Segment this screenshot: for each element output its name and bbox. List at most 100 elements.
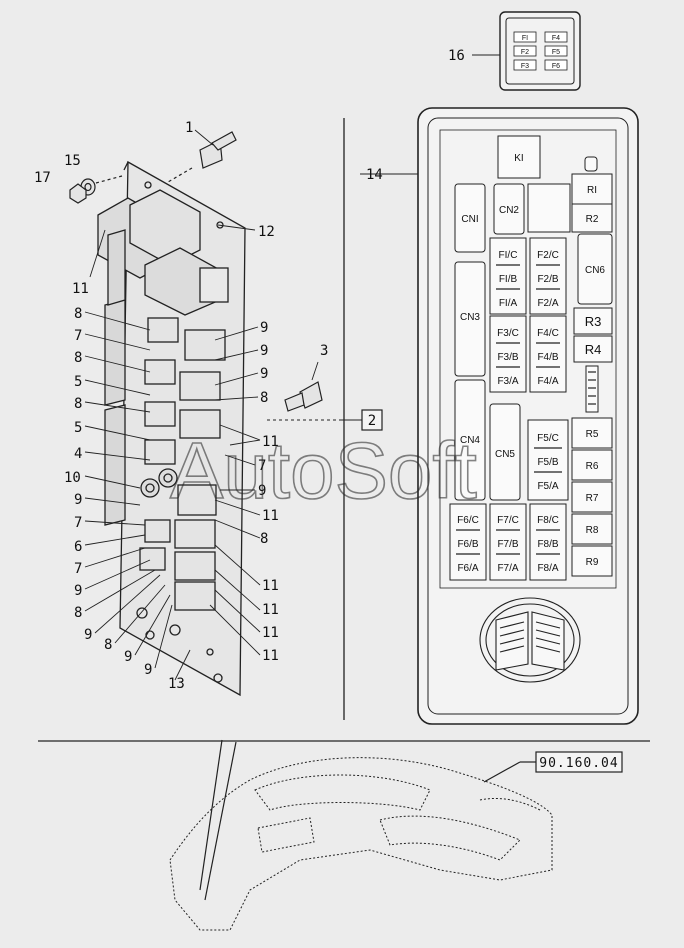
cn4-block xyxy=(454,379,486,501)
svg-text:CN5: CN5 xyxy=(495,449,515,460)
svg-text:R7: R7 xyxy=(586,493,599,504)
svg-text:FI/A: FI/A xyxy=(499,298,518,309)
callout-12: 12 xyxy=(258,224,275,240)
callout-10: 10 xyxy=(64,470,81,486)
fuse-separators xyxy=(456,264,596,555)
svg-text:FI/B: FI/B xyxy=(499,274,518,285)
svg-text:F5/A: F5/A xyxy=(537,481,558,492)
f1-block xyxy=(489,237,527,315)
svg-text:F3/B: F3/B xyxy=(497,352,518,363)
callout-r11e: 11 xyxy=(262,602,279,618)
cn2-block xyxy=(493,183,525,235)
svg-text:F2/A: F2/A xyxy=(537,298,558,309)
r8-block xyxy=(571,513,613,545)
callout-8a: 8 xyxy=(74,306,82,322)
callout-4: 4 xyxy=(74,446,82,462)
r3-block xyxy=(573,307,613,335)
f8-block xyxy=(529,503,567,581)
screw-1 xyxy=(167,131,237,183)
svg-text:F5/B: F5/B xyxy=(537,457,558,468)
mini-fuse-cover: FI F4 F2 F5 F3 F6 xyxy=(499,11,581,91)
callout-3: 3 xyxy=(320,343,328,359)
cn3-block xyxy=(454,261,486,377)
svg-text:CN6: CN6 xyxy=(585,265,605,276)
svg-text:F6/B: F6/B xyxy=(457,539,478,550)
callout-9d: 9 xyxy=(124,649,132,665)
r5-block xyxy=(571,417,613,449)
callout-r7: 7 xyxy=(258,458,266,474)
r2-block xyxy=(571,203,613,233)
callout-7a: 7 xyxy=(74,328,82,344)
r7-block xyxy=(571,481,613,513)
r9-block xyxy=(571,545,613,577)
callout-r9d: 9 xyxy=(258,483,266,499)
blank-block xyxy=(527,183,571,233)
small-fuse xyxy=(584,156,598,172)
svg-text:FI: FI xyxy=(522,35,528,42)
group-box-label: 2 xyxy=(368,413,376,429)
dashboard-outline xyxy=(169,757,553,931)
callout-14: 14 xyxy=(366,167,383,183)
callout-r9a: 9 xyxy=(260,320,268,336)
relay-board xyxy=(97,160,246,697)
callout-7b: 7 xyxy=(74,515,82,531)
callout-17: 17 xyxy=(34,170,51,186)
callout-6: 6 xyxy=(74,539,82,555)
leader-lines xyxy=(84,54,500,681)
k1-block xyxy=(497,135,541,179)
svg-text:R9: R9 xyxy=(586,557,599,568)
cn6-block xyxy=(577,233,613,305)
svg-text:F3/C: F3/C xyxy=(497,328,519,339)
svg-text:F5/C: F5/C xyxy=(537,433,559,444)
callout-r11f: 11 xyxy=(262,625,279,641)
callout-r11c: 11 xyxy=(262,508,279,524)
f4-block xyxy=(529,315,567,393)
svg-text:FI/C: FI/C xyxy=(499,250,518,261)
nut-washer xyxy=(69,175,123,204)
callout-r11d: 11 xyxy=(262,578,279,594)
svg-text:RI: RI xyxy=(587,185,597,196)
svg-text:F3/A: F3/A xyxy=(497,376,518,387)
svg-text:F8/B: F8/B xyxy=(537,539,558,550)
svg-text:R5: R5 xyxy=(586,429,599,440)
svg-text:F3: F3 xyxy=(521,63,529,70)
cn5-block xyxy=(489,403,521,501)
callout-r8a: 8 xyxy=(260,390,268,406)
svg-text:F8/C: F8/C xyxy=(537,515,559,526)
f2-block xyxy=(529,237,567,315)
svg-text:CN4: CN4 xyxy=(460,435,480,446)
callout-r8b: 8 xyxy=(260,531,268,547)
r4-block xyxy=(573,335,613,363)
fuse-strip xyxy=(585,365,599,413)
svg-text:F8/A: F8/A xyxy=(537,563,558,574)
callout-9b: 9 xyxy=(74,583,82,599)
callout-5a: 5 xyxy=(74,374,82,390)
svg-text:F6/A: F6/A xyxy=(457,563,478,574)
callout-9e: 9 xyxy=(144,662,152,678)
callout-11-top: 11 xyxy=(72,281,89,297)
svg-text:R2: R2 xyxy=(586,214,599,225)
fuse-panel-labels: KI CNI CN2 CN3 CN4 CN5 CN6 RI R2 R3 R4 R… xyxy=(457,153,605,574)
callout-8b: 8 xyxy=(74,350,82,366)
svg-text:F4/B: F4/B xyxy=(537,352,558,363)
callout-15: 15 xyxy=(64,153,81,169)
group-box xyxy=(361,409,383,431)
svg-text:F4/C: F4/C xyxy=(537,328,559,339)
svg-text:R4: R4 xyxy=(585,342,602,357)
callout-8c: 8 xyxy=(74,396,82,412)
cn1-block xyxy=(454,183,486,253)
callout-labels-right: 9 9 9 8 11 7 9 11 8 11 11 11 11 xyxy=(258,320,279,664)
callout-1: 1 xyxy=(185,120,193,136)
callout-r11a: 11 xyxy=(262,434,279,450)
f7-block xyxy=(489,503,527,581)
reference-box xyxy=(535,751,623,773)
callout-13: 13 xyxy=(168,676,185,692)
watermark-text: AutoSoft xyxy=(170,426,477,515)
fuse-panel-blocks xyxy=(449,135,613,581)
svg-text:F2: F2 xyxy=(521,49,529,56)
manual-book-icon xyxy=(479,597,581,683)
svg-text:F7/B: F7/B xyxy=(497,539,518,550)
callout-r9b: 9 xyxy=(260,343,268,359)
svg-text:CN2: CN2 xyxy=(499,205,519,216)
